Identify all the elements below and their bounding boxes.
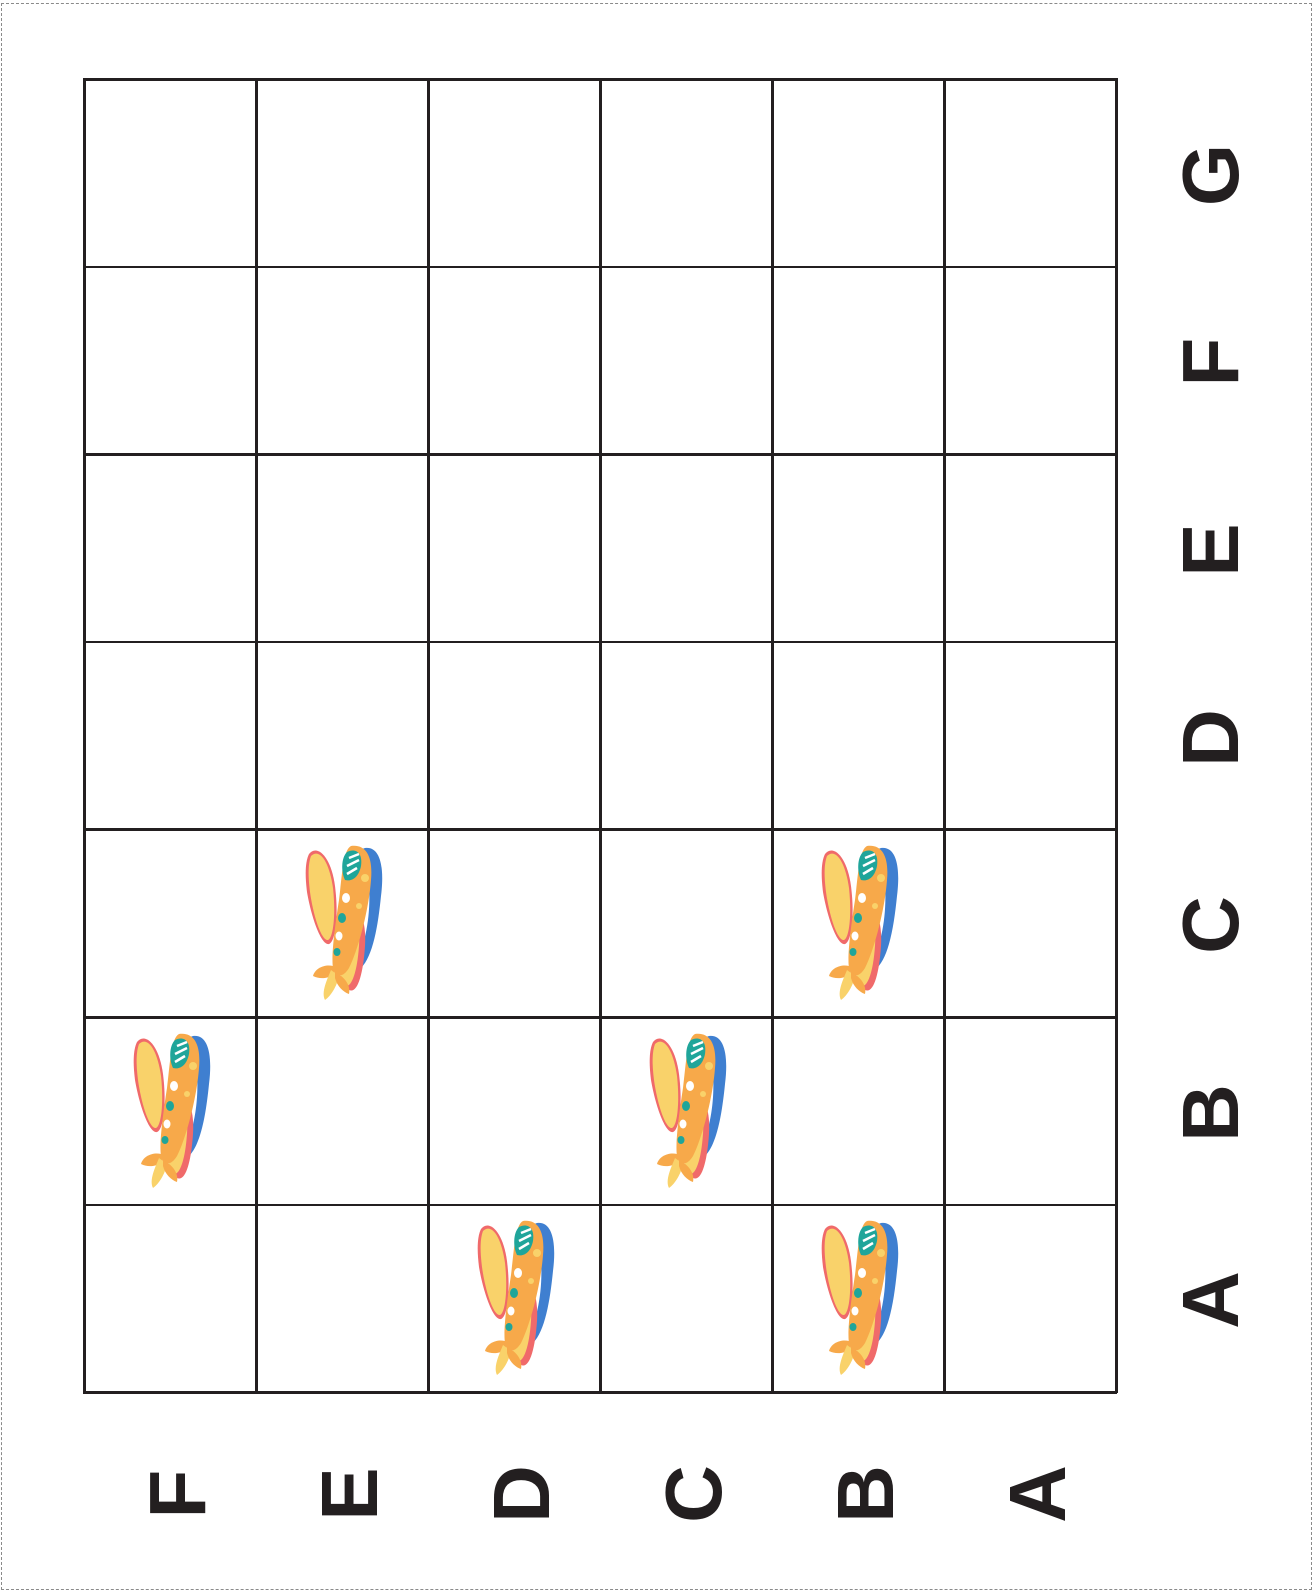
grid-cell-GF[interactable] [84, 79, 256, 267]
grid-cell-GA[interactable] [944, 79, 1116, 267]
grid-cell-EA[interactable] [944, 454, 1116, 642]
grid-cell-FF[interactable] [84, 267, 256, 455]
grid-line-horizontal [83, 1016, 1117, 1019]
grid-line-horizontal [83, 828, 1117, 831]
grid-cell-BE[interactable] [256, 1017, 428, 1205]
grid-cell-CC[interactable] [600, 829, 772, 1017]
grid-line-horizontal [83, 453, 1117, 456]
grid-cell-EB[interactable] [772, 454, 944, 642]
game-board [84, 79, 1116, 1392]
grid-cell-EC[interactable] [600, 454, 772, 642]
grid-cell-GE[interactable] [256, 79, 428, 267]
row-label-c: C [1171, 885, 1251, 965]
grid-cell-GB[interactable] [772, 79, 944, 267]
column-label-d: D [482, 1454, 562, 1534]
grid-line-horizontal [83, 266, 1117, 269]
column-label-f: F [138, 1454, 218, 1534]
grid-line-horizontal [83, 641, 1117, 644]
grid-cell-AE[interactable] [256, 1205, 428, 1393]
grid-line-vertical [83, 78, 86, 1393]
grid-cell-BD[interactable] [428, 1017, 600, 1205]
airplane-icon[interactable] [811, 836, 921, 1006]
grid-cell-FD[interactable] [428, 267, 600, 455]
airplane-icon[interactable] [123, 1024, 233, 1194]
grid-line-vertical [771, 78, 774, 1393]
grid-line-horizontal [83, 78, 1117, 81]
airplane-icon[interactable] [467, 1211, 577, 1381]
column-label-b: B [826, 1454, 906, 1534]
column-label-a: A [998, 1454, 1078, 1534]
grid-cell-FA[interactable] [944, 267, 1116, 455]
grid-line-vertical [1115, 78, 1118, 1393]
grid-cell-CD[interactable] [428, 829, 600, 1017]
airplane-icon[interactable] [811, 1211, 921, 1381]
grid-cell-FB[interactable] [772, 267, 944, 455]
airplane-icon[interactable] [295, 836, 405, 1006]
grid-cell-DC[interactable] [600, 642, 772, 830]
grid-cell-EE[interactable] [256, 454, 428, 642]
grid-line-vertical [255, 78, 258, 1393]
airplane-icon[interactable] [639, 1024, 749, 1194]
row-label-f: F [1171, 322, 1251, 402]
grid-line-vertical [427, 78, 430, 1393]
row-label-e: E [1171, 510, 1251, 590]
grid-cell-DE[interactable] [256, 642, 428, 830]
grid-cell-ED[interactable] [428, 454, 600, 642]
grid-cell-AA[interactable] [944, 1205, 1116, 1393]
grid-cell-DD[interactable] [428, 642, 600, 830]
grid-line-horizontal [83, 1391, 1117, 1394]
grid-cell-AF[interactable] [84, 1205, 256, 1393]
grid-cell-BA[interactable] [944, 1017, 1116, 1205]
grid-cell-FC[interactable] [600, 267, 772, 455]
column-label-c: C [654, 1454, 734, 1534]
grid-cell-DA[interactable] [944, 642, 1116, 830]
grid-line-horizontal [83, 1204, 1117, 1207]
column-label-e: E [310, 1454, 390, 1534]
grid-line-vertical [599, 78, 602, 1393]
row-label-b: B [1171, 1073, 1251, 1153]
grid-line-vertical [943, 78, 946, 1393]
row-label-a: A [1171, 1260, 1251, 1340]
grid-cell-EF[interactable] [84, 454, 256, 642]
grid-cell-DF[interactable] [84, 642, 256, 830]
grid-cell-CA[interactable] [944, 829, 1116, 1017]
grid-cell-AC[interactable] [600, 1205, 772, 1393]
grid-cell-CF[interactable] [84, 829, 256, 1017]
row-label-g: G [1171, 135, 1251, 215]
grid-cell-BB[interactable] [772, 1017, 944, 1205]
grid-cell-FE[interactable] [256, 267, 428, 455]
grid-cell-GC[interactable] [600, 79, 772, 267]
row-label-d: D [1171, 698, 1251, 778]
grid-cell-GD[interactable] [428, 79, 600, 267]
grid-cell-DB[interactable] [772, 642, 944, 830]
